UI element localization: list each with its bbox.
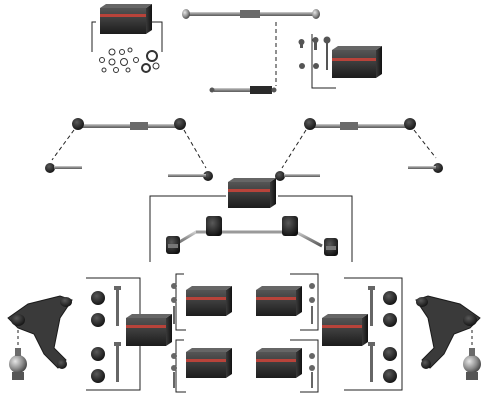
- left-tie-rod-assembly: [45, 118, 213, 181]
- product-box: [100, 8, 146, 34]
- gasket-kit-group: [91, 4, 163, 73]
- hardware-kit-group: [298, 34, 382, 89]
- right-bushing-set: [322, 277, 403, 391]
- center-tie-rod: [182, 9, 320, 19]
- left-bushing-set: [86, 277, 172, 391]
- right-inner-hardware: [256, 273, 319, 393]
- steering-damper: [209, 86, 277, 94]
- left-control-arm: [7, 295, 73, 380]
- right-control-arm: [415, 295, 481, 380]
- stabilizer-kit-group: [149, 178, 353, 262]
- right-tie-rod-assembly: [275, 118, 443, 181]
- left-inner-hardware: [171, 273, 232, 393]
- seal-rings: [99, 47, 160, 73]
